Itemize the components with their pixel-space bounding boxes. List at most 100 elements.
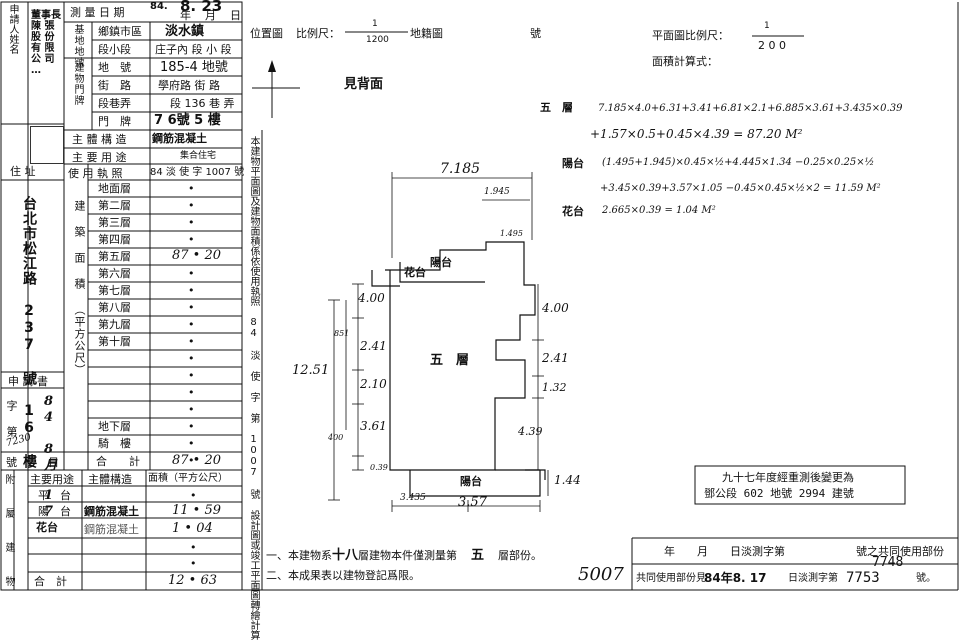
floor-value: • <box>188 233 195 246</box>
footer-note2: 二、本成果表以建物登記爲限。 <box>266 569 420 582</box>
row-label-lane: 段巷弄 <box>98 97 131 110</box>
dim-label: 3.61 <box>360 419 387 433</box>
cadastral-no-label: 號 <box>530 27 541 40</box>
dim-label: 4.39 <box>518 425 543 438</box>
permit-label: 使 用 執 照 <box>68 167 123 180</box>
attached-total: 12 • 63 <box>168 573 218 588</box>
attached-use: 合 計 <box>34 575 67 588</box>
applicant-label: 申請人姓名 <box>7 4 18 54</box>
location-scale-label: 比例尺： <box>296 27 340 40</box>
row-value-section: 庄子內 段 小 段 <box>155 43 232 56</box>
floor-value: • <box>188 267 195 280</box>
floors-total-value: 87 • 20 <box>172 453 222 468</box>
row-value-door: 7 6號 5 樓 <box>154 113 221 128</box>
floor-value: • <box>188 199 195 212</box>
vertical-note: 本建物平面圖及建物面積係依使用執照 84 淡 使 字 第 1007 號 設計圖或… <box>248 136 259 640</box>
floor-label: 騎 樓 <box>98 437 131 450</box>
dim-label: 2.41 <box>542 351 569 365</box>
dim-label: 2.41 <box>360 339 387 353</box>
formula-line: 2.665×0.39 = 1.04 M² <box>602 205 716 216</box>
attached-use: 花台 <box>36 521 58 534</box>
formula-label: 陽台 <box>562 157 584 170</box>
shared-no: 7748 <box>872 555 904 570</box>
company-stamp <box>30 126 64 164</box>
floor-value: • <box>188 454 195 467</box>
area-calc-label: 面積計算式： <box>652 55 718 68</box>
dim-label: 851 <box>334 329 350 338</box>
footer-note1-c: 層建物本件僅測量第 <box>358 549 458 562</box>
floor-value: • <box>188 420 195 433</box>
floor-value: • <box>188 352 195 365</box>
attached-header-use: 主要用途 <box>30 473 74 486</box>
survey-date-label: 測 量 日 期 <box>70 6 125 19</box>
survey-date-year: 84. <box>150 1 168 12</box>
shared-row2-e: 號。 <box>916 573 936 584</box>
location-scale-num: 1 <box>372 19 378 29</box>
application-no-label: 字 第 <box>5 400 18 438</box>
floor-label: 第七層 <box>98 284 131 297</box>
shared-row2-a: 共同使用部份見 <box>636 573 706 584</box>
floor-value: • <box>188 335 195 348</box>
plan-scale-den: 2 0 0 <box>758 39 786 52</box>
application-label: 申 請 書 <box>8 375 48 388</box>
footer-note1-floors: 十八 <box>332 548 359 563</box>
floor-value-fifth: 87 • 20 <box>172 248 222 263</box>
floor-value: • <box>188 403 195 416</box>
room-balcony-top-label: 陽台 <box>430 256 452 269</box>
applicant-name: 董事長 陳 張 股 份 有 限 公 司 … <box>31 10 61 76</box>
date-month-unit: 月 <box>205 9 216 22</box>
floor-value: • <box>188 182 195 195</box>
structure-value: 鋼筋混凝土 <box>152 132 207 145</box>
shared-row2-date: 84年8. 17 <box>704 571 767 585</box>
group-building-label: 建物門牌 <box>72 62 83 106</box>
floor-label: 第二層 <box>98 199 131 212</box>
change-note-line2: 鄧公段 602 地號 2994 建號 <box>704 487 854 500</box>
see-back-label: 見背面 <box>344 77 384 92</box>
floor-plan-drawing <box>371 241 546 497</box>
formula-line: 7.185×4.0+6.31+3.41+6.81×2.1+6.885×3.61+… <box>598 103 903 114</box>
row-label-door: 門 牌 <box>98 115 131 128</box>
floor-value: • <box>188 301 195 314</box>
use-label: 主 要 用 途 <box>72 151 127 164</box>
room-main-label: 五 層 <box>430 353 470 368</box>
row-value-lane: 段 136 巷 弄 <box>170 97 235 110</box>
plan-scale-num: 1 <box>764 21 770 31</box>
dim-label: 12.51 <box>292 363 330 378</box>
attached-struct: 鋼筋混凝土 <box>84 505 139 518</box>
footer-note1-floor: 五 <box>471 548 485 563</box>
date-label: 日 <box>48 456 59 469</box>
floor-value: • <box>188 369 195 382</box>
dim-label: 1.945 <box>484 187 510 197</box>
floor-label: 第六層 <box>98 267 131 280</box>
attached-header-struct: 主體構造 <box>88 473 132 486</box>
floor-label: 第八層 <box>98 301 131 314</box>
structure-label: 主 體 構 造 <box>72 133 127 146</box>
use-value: 集合住宅 <box>180 151 217 161</box>
floor-value: • <box>188 437 195 450</box>
address-label: 住 址 <box>10 165 36 178</box>
row-label-lot: 地 號 <box>98 61 131 74</box>
floor-label: 第九層 <box>98 318 131 331</box>
row-label-section: 段小段 <box>98 43 131 56</box>
footer-handwritten-no: 5007 <box>578 564 624 585</box>
room-planter-label: 花台 <box>404 266 426 279</box>
floor-value: • <box>188 318 195 331</box>
row-label-district: 鄉鎮市區 <box>98 25 142 38</box>
formula-label: 五 層 <box>540 101 573 114</box>
permit-value: 84 淡 使 字 1007 號 <box>150 167 245 178</box>
no-label: 號 <box>6 456 17 469</box>
footer-note1-a: 一、本建物系 <box>266 549 332 562</box>
dim-label: 3.435 <box>400 493 426 503</box>
row-value-district: 淡水鎮 <box>165 24 205 39</box>
floors-total-label: 合 計 <box>96 455 140 468</box>
formula-line: (1.495+1.945)×0.45×½+4.445×1.34 −0.25×0.… <box>602 157 875 168</box>
plan-scale-label: 平面圖比例尺： <box>652 29 729 42</box>
footer-note1: 一、本建物系十八層建物本件僅測量第五層部份。 <box>266 549 542 562</box>
dim-label: 3.57 <box>458 495 487 510</box>
floor-value: • <box>188 216 195 229</box>
dim-label: 4.00 <box>542 301 569 315</box>
attached-area: • <box>190 489 197 502</box>
shared-label: 年 月 日淡測字第 <box>664 545 785 558</box>
table-lines <box>0 1 959 591</box>
